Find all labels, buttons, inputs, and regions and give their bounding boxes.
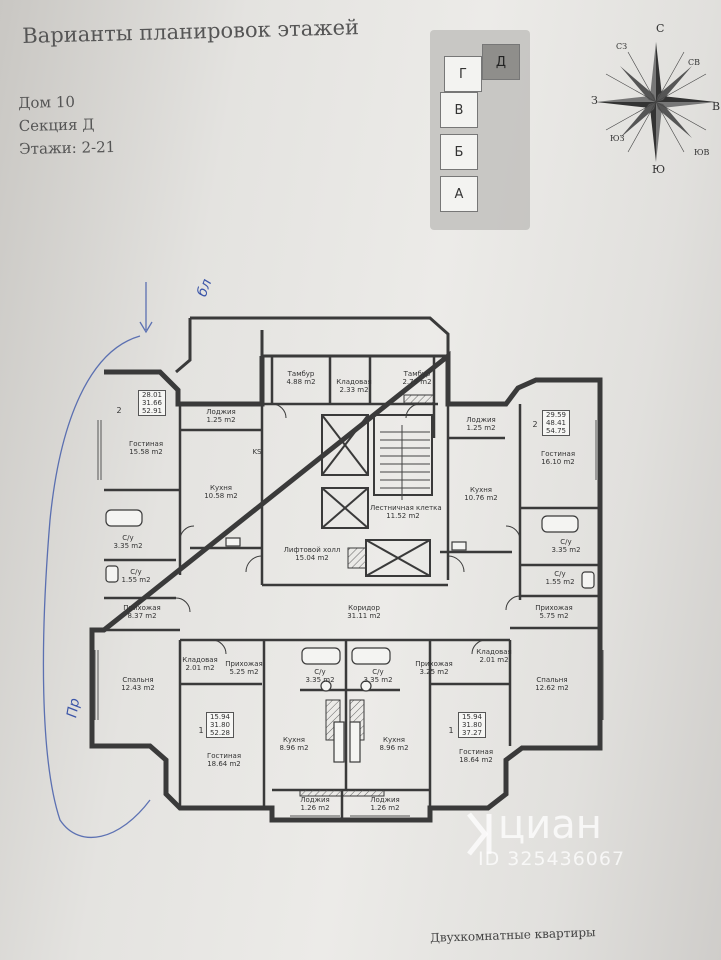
section-d: Д xyxy=(482,44,520,80)
compass-nw: СЗ xyxy=(616,42,628,51)
compass-n: С xyxy=(656,22,665,35)
compass-rose: С Ю З В СЗ СВ ЮЗ ЮВ xyxy=(590,20,721,180)
compass-sw: ЮЗ xyxy=(610,134,625,143)
compass-s: Ю xyxy=(652,163,666,176)
apt-number-tl: 2 xyxy=(116,406,122,415)
compass-ne: СВ xyxy=(688,58,700,67)
apt-number-bl: 1 xyxy=(198,726,204,735)
cian-logo-icon xyxy=(467,812,492,856)
section-g: Г xyxy=(444,56,482,92)
watermark-brand: циан xyxy=(498,802,602,848)
section-key-map: Г Д В Б А xyxy=(430,30,530,230)
compass-w: З xyxy=(591,94,598,107)
compass-star-icon xyxy=(596,42,716,162)
watermark-id: ID 325436067 xyxy=(478,848,626,870)
apt-number-tr: 2 xyxy=(532,420,538,429)
handwriting-left: Пр xyxy=(64,697,84,719)
compass-se: ЮВ xyxy=(694,148,710,157)
section-b: Б xyxy=(440,134,478,170)
compass-e: В xyxy=(712,100,721,113)
section-v: В xyxy=(440,92,478,128)
ks-label: KS xyxy=(252,448,262,456)
apt-number-br: 1 xyxy=(448,726,454,735)
section-a: А xyxy=(440,176,478,212)
